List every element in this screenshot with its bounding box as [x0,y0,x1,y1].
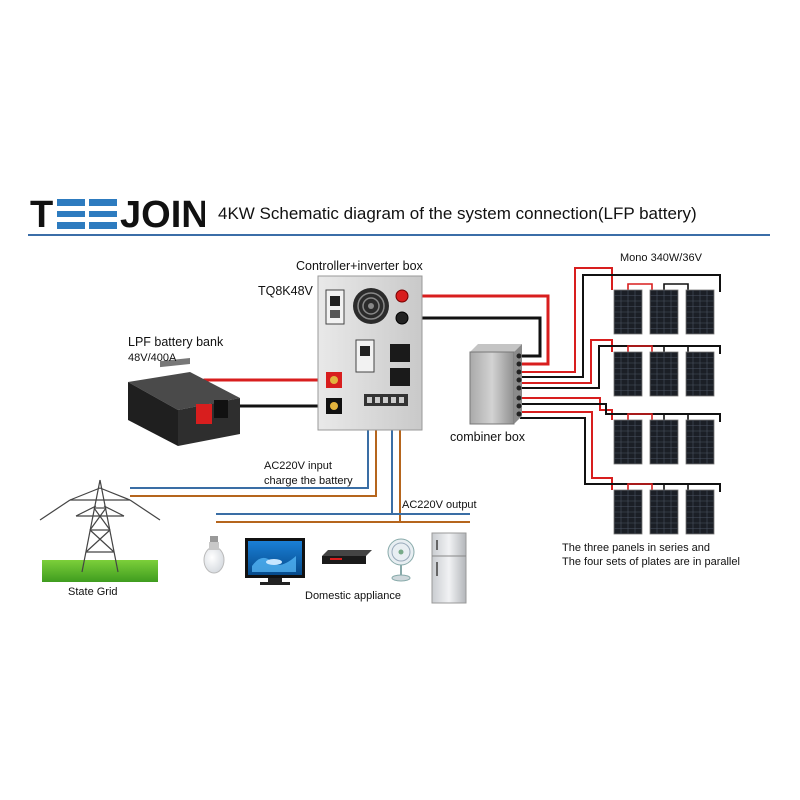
ac-input-brown-wire [130,404,377,497]
pylon-icon [39,479,161,582]
pv-positive-terminal [395,289,409,303]
pv-positive-wire [408,294,550,366]
solar-panel-icon [649,419,679,465]
solar-panel-icon [685,419,715,465]
solar-panel-icon [613,289,643,335]
ac-output-label: AC220V output [402,499,477,511]
brand-logo: T JOIN [30,194,205,234]
model-label: TQ8K48V [258,284,313,298]
controller-box-label: Controller+inverter box [296,259,423,273]
battery-positive-terminal [196,404,212,424]
panel-note-line1: The three panels in series and [562,542,710,554]
state-grid-label: State Grid [68,586,118,598]
solar-panel-icon [685,351,715,397]
inverter-box-icon [317,275,423,431]
appliance-label: Domestic appliance [305,590,401,602]
header-rule [28,234,770,236]
solar-panel-icon [613,351,643,397]
string-wires [520,267,721,492]
solar-panel-icon [613,489,643,535]
solar-panel-icon [685,289,715,335]
combiner-box-icon [469,344,522,425]
panel-spec-label: Mono 340W/36V [620,252,702,264]
dvd-player-icon [322,550,372,564]
fridge-icon [431,532,467,604]
svg-text:JOIN: JOIN [120,194,205,234]
solar-panel-icon [613,419,643,465]
diagram-title: 4KW Schematic diagram of the system conn… [218,204,697,223]
series-links [627,283,689,490]
bulb-icon [203,536,225,574]
ac-wires [130,404,470,523]
ac-input-label: AC220V input [264,460,332,472]
pv-negative-terminal [395,311,409,325]
svg-text:T: T [30,194,53,234]
battery-spec-label: 48V/400A [128,352,177,364]
solar-panel-icon [649,489,679,535]
battery-title-label: LPF battery bank [128,335,224,349]
ac-input-blue-wire [130,404,369,489]
pv-negative-wire [408,316,542,358]
battery-icon [128,358,240,446]
ac-input-sublabel: charge the battery [264,475,353,487]
solar-panel-icon [649,289,679,335]
solar-panel-icon [685,489,715,535]
battery-negative-terminal [214,400,228,418]
panel-note-line2: The four sets of plates are in parallel [562,556,740,568]
fan-icon [387,538,415,582]
solar-panel-array [613,289,715,535]
combiner-label: combiner box [450,430,526,444]
tv-icon [245,538,305,585]
solar-panel-icon [649,351,679,397]
